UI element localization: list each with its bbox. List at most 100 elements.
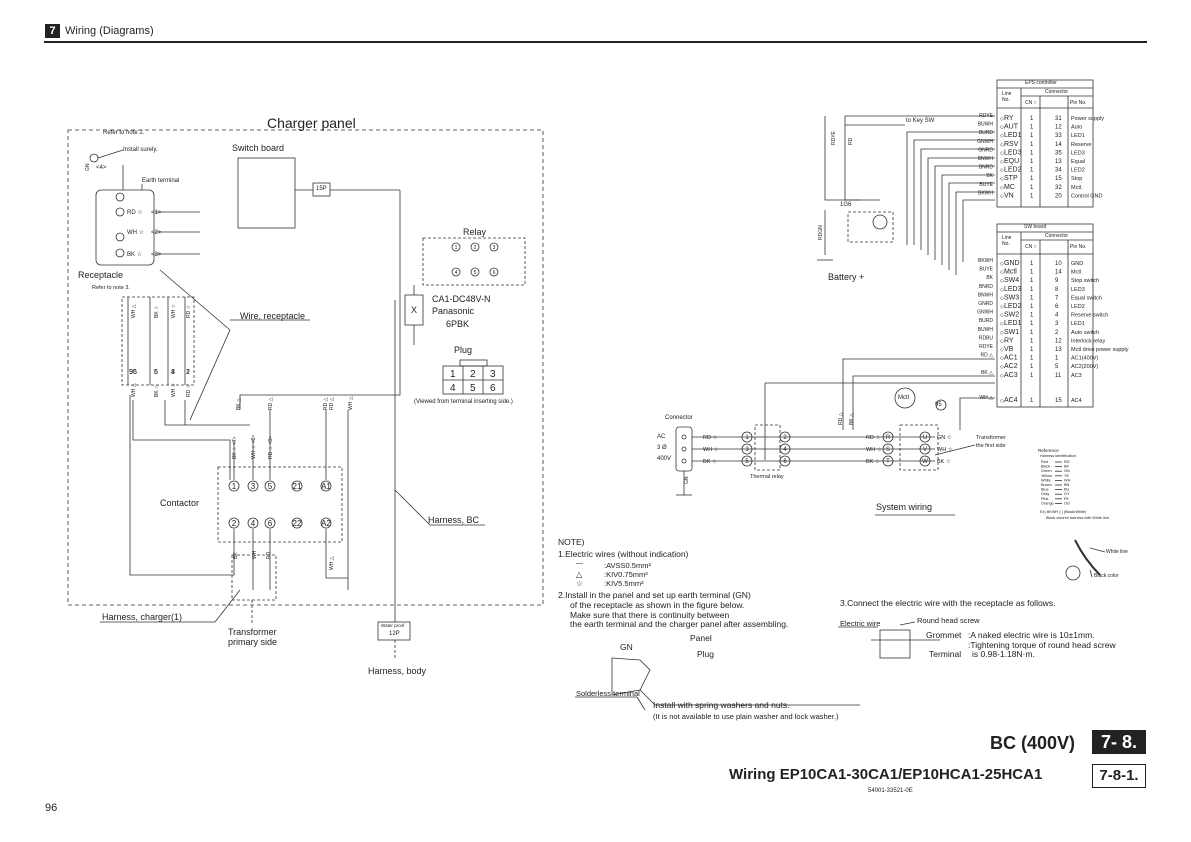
sys-num-r [779,443,791,455]
swb-description: AC1(400V) [1071,356,1098,362]
swb-description: AC2(200V) [1071,364,1098,370]
eps-wire-color: BNRD [979,165,994,171]
eps-description: Auto [1071,125,1082,131]
relay-6pbk: 6PBK [446,319,470,329]
swb-pin: 4 [1055,313,1059,319]
rec-top-label: RD ☆ [186,304,192,318]
swb-cn: 1 [1030,398,1034,404]
contactor-terminal-number: 2 [232,519,237,528]
note-1: 1.Electric wires (without indication) [558,549,689,559]
swb-description: LED1 [1071,321,1085,327]
swb-cn: 1 [1030,330,1034,336]
swb-wire-color: BK [986,275,993,281]
eps-pin: 20 [1055,193,1062,199]
swb-connector-icon: ◇ [1000,313,1004,319]
plug-pin-number: 2 [470,369,476,380]
note-wire-1: :AVSS0.5mm² [604,561,651,570]
rec-bottom-label: BK ☆ [154,384,160,397]
eps-connector: Connector [1045,89,1069,95]
sys-right-wire: GN ☆ [937,434,952,441]
header-rule [44,41,1147,43]
eps-cn: 1 [1030,159,1034,165]
note-spring-1: Install with spring washers and nuts. [653,700,790,710]
sys-num-l [741,455,753,467]
sys-gn-label: GN [684,476,690,484]
swb-description: Mctl drive power supply [1071,347,1129,353]
harness-charger-label: Harness, charger(1) [102,612,183,622]
relay-pin-number: 3 [493,245,496,251]
eps-pin: 35 [1055,150,1062,156]
vertical-wire-label: RDYE [831,130,837,145]
contactor-terminal-number: A1 [321,482,331,491]
swb-description: LED2 [1071,304,1085,310]
sys-uvw [919,431,931,443]
fuse-label: 1G6 [840,202,852,208]
eps-description: Control GND [1071,193,1103,199]
swb-line-no: Line No. [1002,235,1012,247]
rec-bottom-label: WH △ [131,383,137,397]
swb-pin: 12 [1055,338,1062,344]
contactor-terminal [247,480,259,492]
contactor-bottom-label: WH △ [329,556,335,570]
swb-cn: 1 [1030,364,1034,370]
ref-title: Reference [1038,448,1059,453]
ref-ex2: Black colored harness with White line. [1046,516,1110,520]
swb-connector-icon: ◇ [1000,398,1004,404]
contactor-terminal-number: 5 [268,482,273,491]
eps-cn: 1 [1030,150,1034,156]
eps-pin: 32 [1055,185,1062,191]
eps-wire-color: BNWH [978,156,994,162]
relay-pin [470,267,480,277]
sys-mid-wire: RD ☆ [866,434,880,441]
charger-panel-title: Charger panel [267,115,356,131]
swb-connector-icon: ◇ [1000,270,1004,276]
swb-wire-color: BUWH [978,327,994,333]
relay-pin-number: 1 [455,245,458,251]
sys-wiring-label: System wiring [876,502,933,512]
sys-rst [882,431,894,443]
ref-color-name: Black [1041,465,1050,469]
install-surely: Install surely. [123,147,158,153]
swb-pin: 10 [1055,261,1062,267]
eps-pin: 14 [1055,142,1062,148]
eps-cn: 1 [1030,193,1034,199]
eps-cn: 1 [1030,116,1034,122]
sys-rst-text: S [886,447,890,453]
ref-color-code: BN [1064,483,1070,487]
switch-board-box [237,157,296,229]
contactor-wire-label: RD ☆ <9> [268,436,274,459]
eps-wire-color: RDYE [979,113,994,119]
ref-color-name: Orange [1041,501,1054,505]
eps-connector-icon: ◇ [1000,150,1004,156]
swb-connector-icon: ◇ [1000,287,1004,293]
swb-cn: 1 [1030,270,1034,276]
contactor-terminal-number: 21 [293,482,302,491]
eps-description: LED1 [1071,133,1085,139]
contactor-terminal-number: A2 [321,519,331,528]
swb-connector-icon: ◇ [1000,321,1004,327]
sys-num-r [779,455,791,467]
doc-number: 54001-33521-0E [868,788,913,794]
ref-color-code: RD [1064,460,1070,464]
swb-cn: 1 [1030,356,1034,362]
vertical-wire-label: RD [848,137,854,145]
note-2-line-1: 2.Install in the panel and set up earth … [558,590,751,600]
relay-maker: Panasonic [432,306,475,316]
eps-wire-color: BUWH [978,122,994,128]
relay-pin [451,242,461,252]
note-solderless: Solderless terminal [576,689,640,698]
receptacle-wire-number: <1> [151,210,162,216]
swb-description: Mctl [1071,270,1081,276]
contactor-terminal [291,517,303,529]
relay-model: CA1-DC48V-N [432,294,491,304]
swb-line-no: SW2 [1004,312,1019,319]
swb-pin: 11 [1055,373,1062,379]
eps-description: LED2 [1071,168,1085,174]
note-wire-3: :KIV5.5mm² [604,579,644,588]
sys-ac: AC [657,434,666,440]
eps-connector-icon: ◇ [1000,168,1004,174]
swb-line-no: AC1 [1004,355,1018,362]
eps-pin: 33 [1055,133,1062,139]
ref-color-name: Pink [1041,497,1048,501]
sys-uvw [919,443,931,455]
